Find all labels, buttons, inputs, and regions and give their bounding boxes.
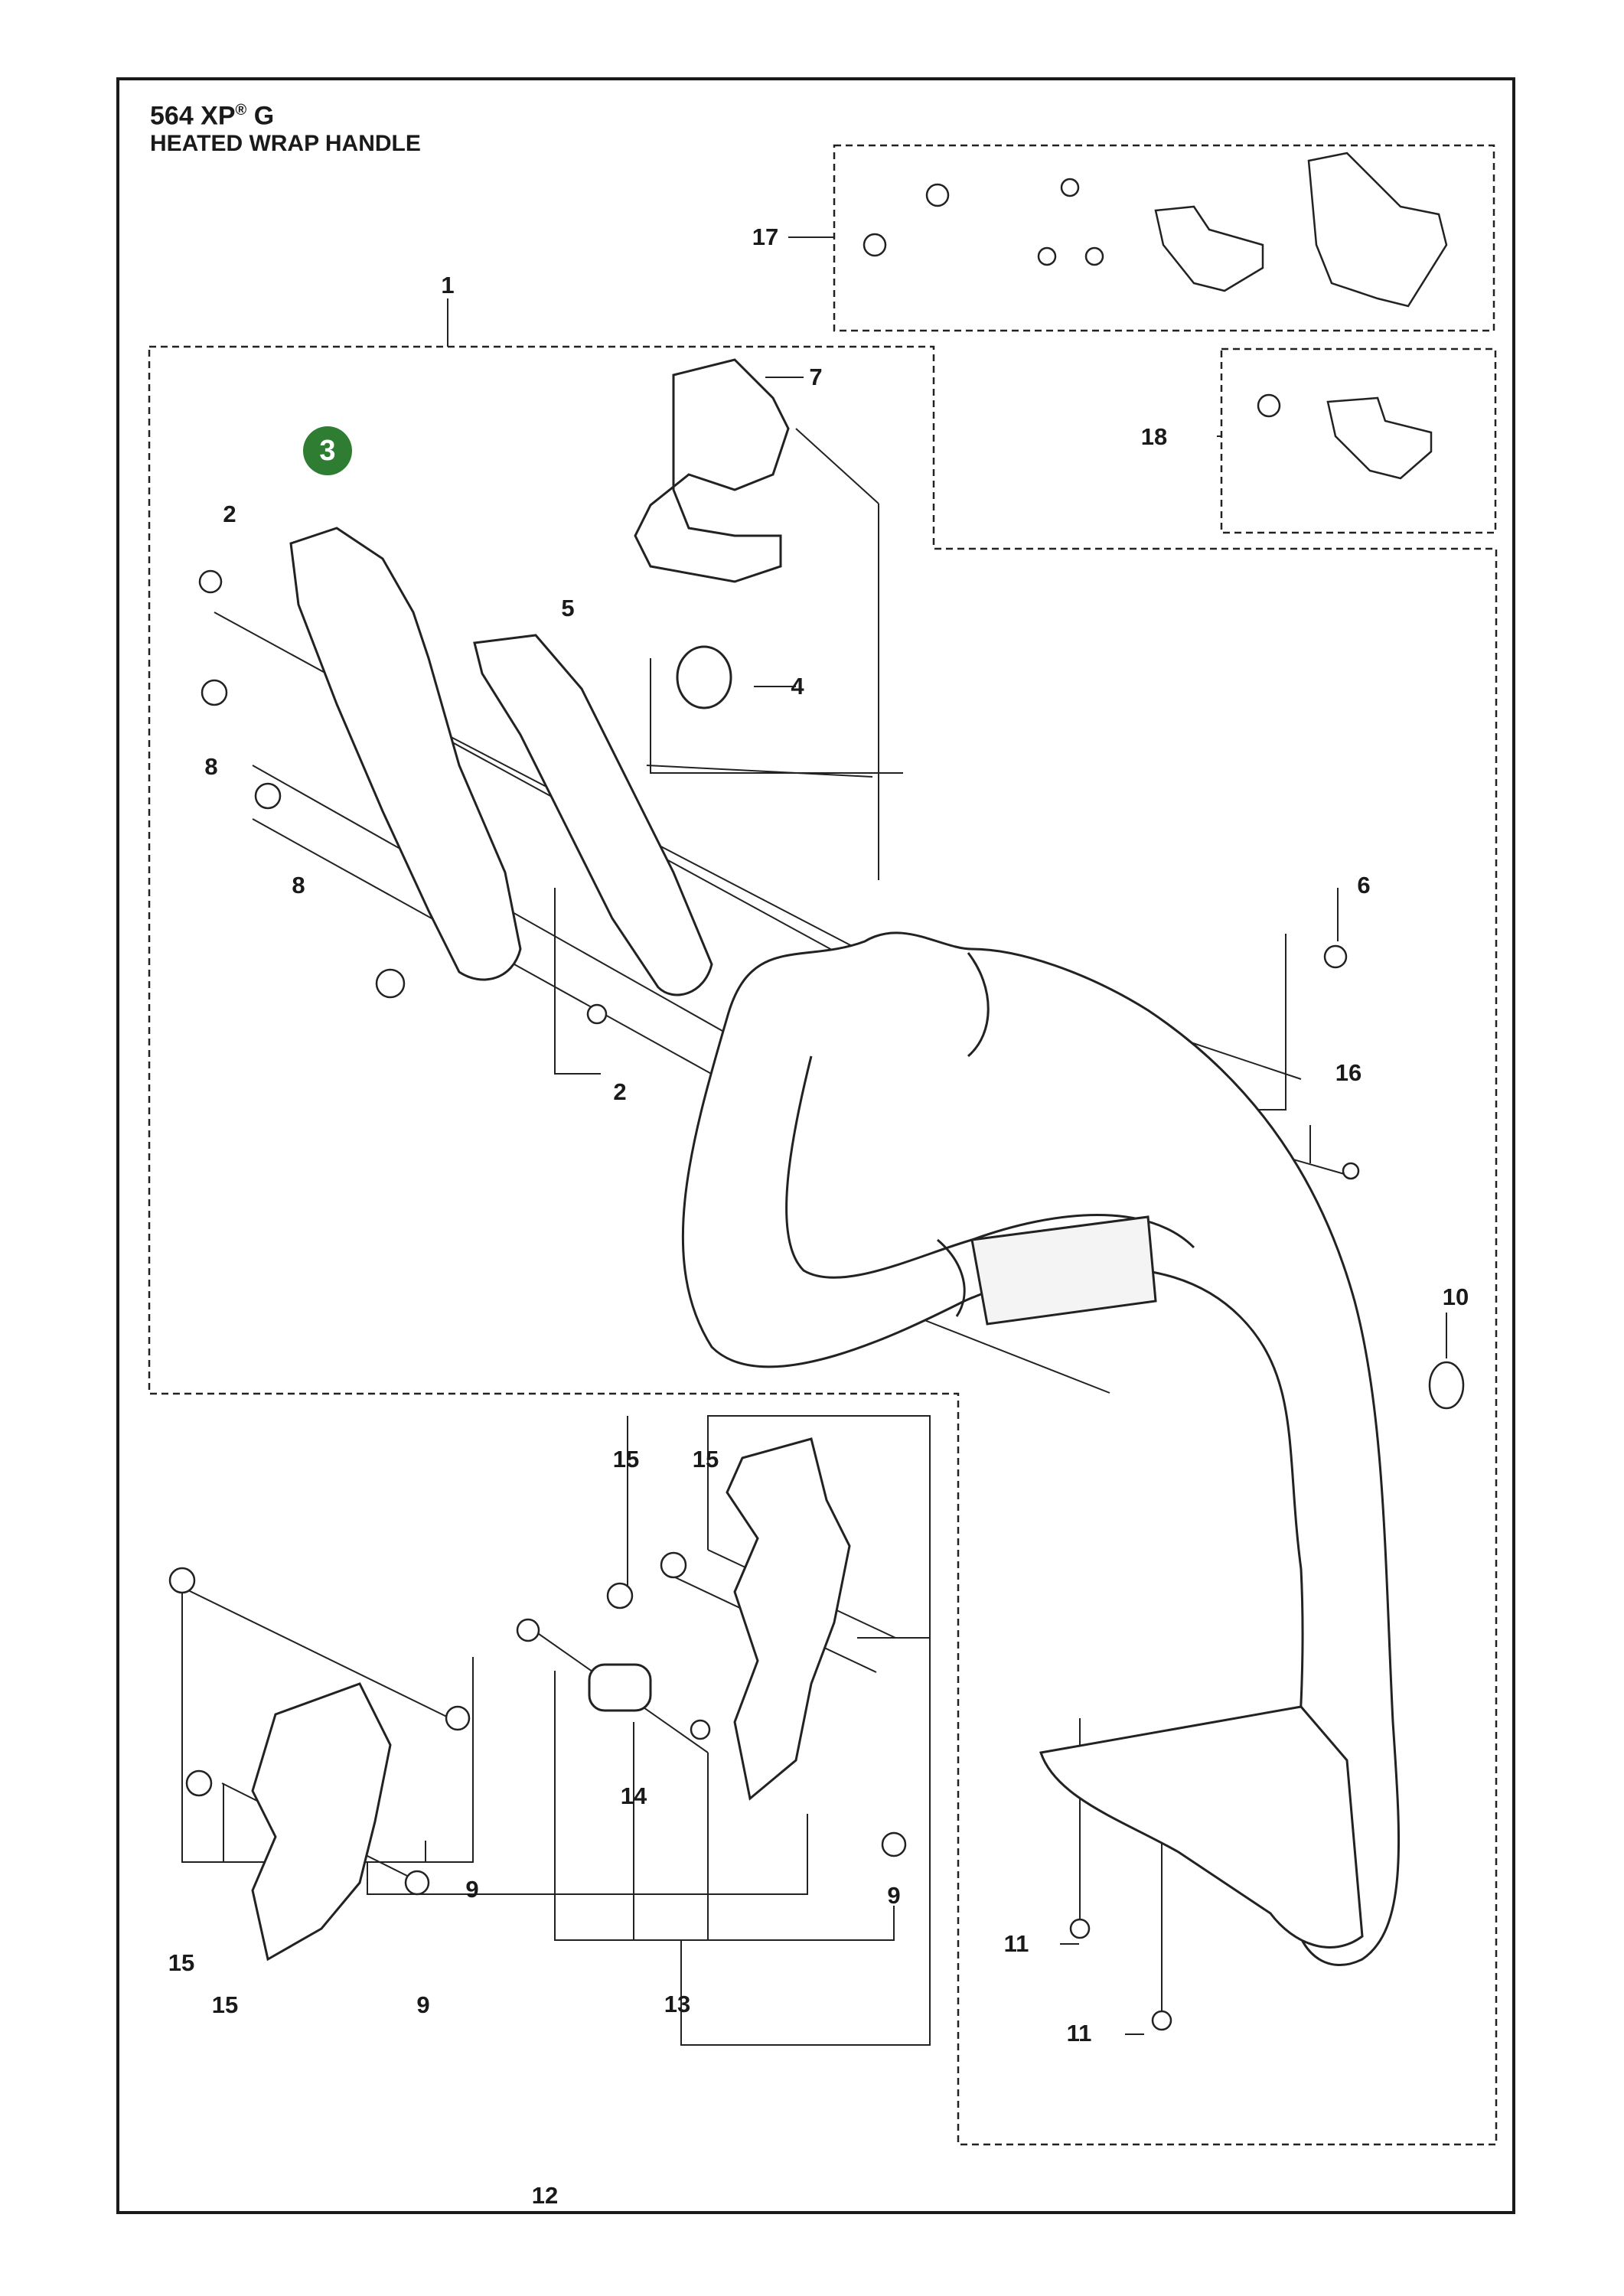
kit17-screw-d [1037, 246, 1057, 266]
callout-15: 15 [168, 1949, 195, 1976]
callout-13: 13 [664, 1991, 691, 2017]
callout-9: 9 [416, 1991, 430, 2018]
callout-7: 7 [809, 364, 823, 390]
kit-box-1 [148, 345, 1498, 2146]
nut-9b [404, 1870, 430, 1896]
callout-11: 11 [1003, 1930, 1029, 1957]
highlighted-part-badge[interactable]: 3 [303, 426, 352, 475]
callout-15: 15 [211, 1991, 239, 2018]
callout-8: 8 [204, 753, 218, 780]
callout-2: 2 [613, 1078, 627, 1105]
callout-5: 5 [561, 595, 575, 621]
handle-foot [1039, 1705, 1364, 1949]
callout-8: 8 [292, 872, 305, 899]
callout-12: 12 [531, 2182, 559, 2209]
throttle-housing [473, 634, 713, 996]
pin [690, 1719, 711, 1740]
callout-4: 4 [791, 673, 804, 700]
grommet-10 [1428, 1361, 1465, 1410]
diagram-subtitle: HEATED WRAP HANDLE [150, 131, 421, 156]
kit17-screw-e [1084, 246, 1104, 266]
kit17-screw-a [863, 233, 887, 257]
callout-2: 2 [223, 501, 236, 527]
kit18-bracket-spring [1326, 396, 1433, 480]
screw-15d [606, 1582, 634, 1609]
screw-2b [586, 1003, 608, 1025]
grip-texture [970, 1215, 1157, 1326]
kit17-bracket-spring [1154, 205, 1264, 292]
callout-9: 9 [887, 1882, 901, 1909]
screw-16 [1342, 1162, 1360, 1180]
kit17-screw-c [1060, 178, 1080, 197]
screw-8a [201, 679, 228, 706]
callout-11: 11 [1066, 2020, 1092, 2047]
screw-mid [516, 1618, 540, 1642]
callout-18: 18 [1140, 423, 1168, 450]
callout-15: 15 [692, 1446, 719, 1473]
vibration-bracket [289, 527, 522, 981]
bracket-plate-right [726, 1437, 851, 1801]
callout-14: 14 [620, 1782, 647, 1809]
screw-11b [1151, 2010, 1172, 2031]
callout-15: 15 [612, 1446, 640, 1473]
bracket-plate-left [251, 1682, 392, 1962]
callout-1: 1 [441, 272, 455, 298]
diagram-frame [116, 77, 1515, 2214]
callout-16: 16 [1335, 1059, 1362, 1086]
sleeve-14 [588, 1663, 652, 1712]
nut-9c [881, 1831, 907, 1857]
screw-long [375, 968, 406, 999]
screw-15b [185, 1769, 213, 1797]
callout-6: 6 [1357, 872, 1371, 899]
screw-2a [198, 569, 223, 594]
screw-6 [1323, 944, 1348, 969]
screw-8b [254, 782, 282, 810]
front-handle-bar [681, 931, 1401, 1966]
nut-9a [445, 1705, 471, 1731]
callout-9: 9 [465, 1876, 479, 1903]
bracket-13 [554, 1671, 895, 1941]
screw-11a [1069, 1918, 1091, 1939]
kit17-mount-housing [1307, 152, 1448, 308]
engine-mount-7 [634, 358, 790, 583]
callout-10: 10 [1442, 1283, 1469, 1310]
washer-4 [676, 645, 732, 709]
callout-17: 17 [752, 223, 779, 250]
kit17-screw-b [925, 183, 950, 207]
screw-15c [660, 1551, 687, 1579]
screw-15a [168, 1567, 196, 1594]
kit18-screw [1257, 393, 1281, 418]
model-title: 564 XP® G [150, 101, 275, 131]
